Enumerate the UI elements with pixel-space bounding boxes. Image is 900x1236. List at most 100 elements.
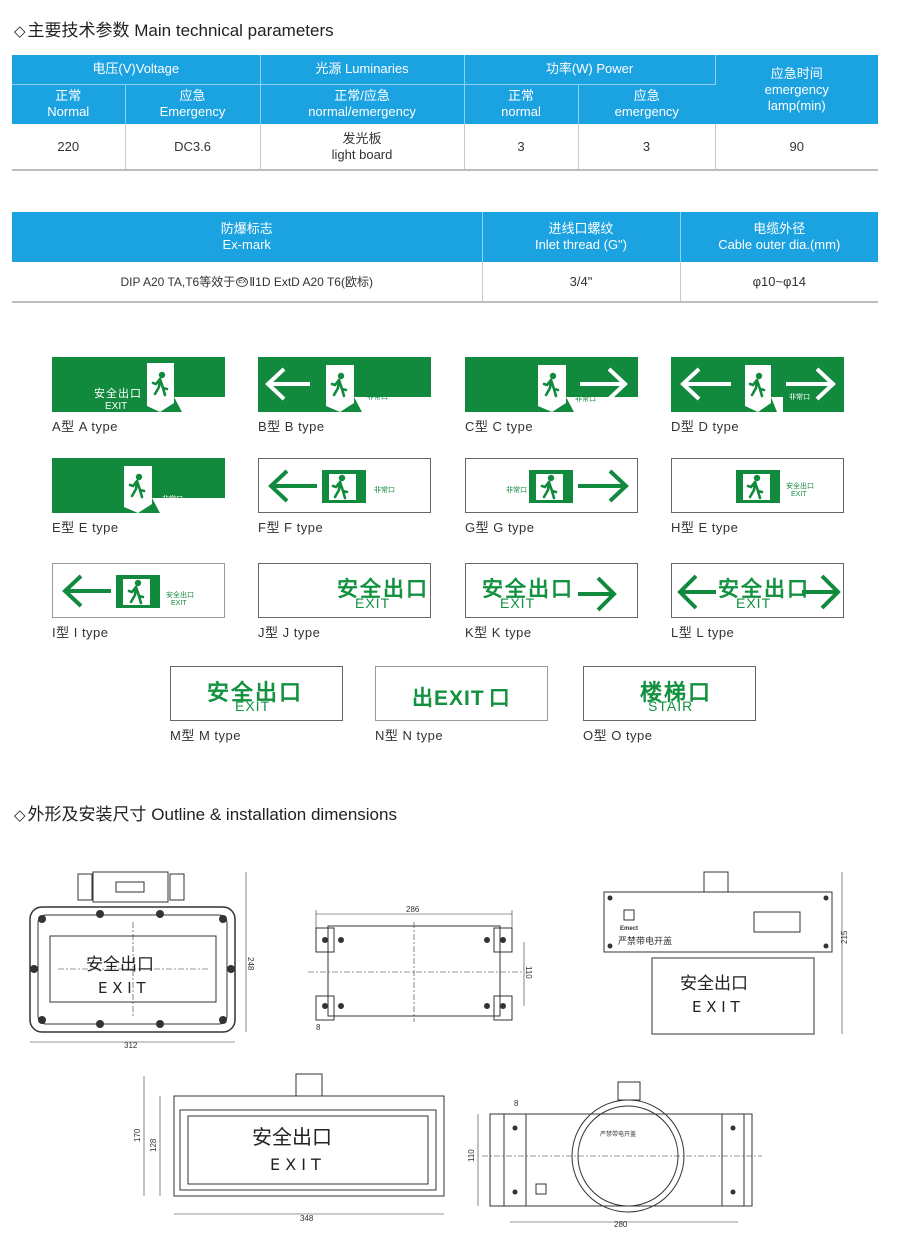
screw xyxy=(823,943,829,949)
sign-type-f: 非常口 F型 F type xyxy=(258,458,433,536)
screw xyxy=(607,943,613,949)
door-shape xyxy=(124,466,152,513)
outline-title: ◇外形及安装尺寸 Outline & installation dimensio… xyxy=(14,805,397,824)
top-housing xyxy=(603,891,833,953)
tech-params-title: ◇主要技术参数 Main technical parameters xyxy=(14,21,334,40)
floor-shape xyxy=(174,397,225,412)
dim-small: 8 xyxy=(316,1023,321,1032)
sign-i-graphic xyxy=(62,574,160,608)
screw xyxy=(730,1125,736,1131)
hole xyxy=(338,937,344,943)
cell-voltage-emergency: DC3.6 xyxy=(125,124,261,171)
sign-f-graphic xyxy=(268,469,366,503)
brand-logo-icon xyxy=(623,909,635,921)
sign-type-c: 非常口 C型 C type xyxy=(465,357,640,435)
dim-small: 8 xyxy=(514,1099,519,1108)
bolt xyxy=(156,1020,164,1028)
sign-a-graphic xyxy=(147,363,225,412)
bolt xyxy=(38,1016,46,1024)
dim-height: 215 xyxy=(840,930,849,944)
bolt xyxy=(219,1016,227,1024)
drawing-front-box: 安全出口 E X I T 312 248 xyxy=(29,871,255,1050)
bolt xyxy=(38,915,46,923)
cell-cable-dia: φ10~φ14 xyxy=(680,262,878,303)
hole xyxy=(322,937,328,943)
arrow-right-icon xyxy=(578,576,617,612)
sign-type-m: 安全出口 EXIT M型 M type xyxy=(170,666,345,744)
sign-type-k: 安全出口 EXIT K型 K type xyxy=(465,563,640,641)
sign-type-a: 安全出口 EXIT A型 A type xyxy=(52,357,227,435)
ex-symbol-icon: Ex xyxy=(236,277,249,288)
tech-params-table: 电压(V)Voltage 光源 Luminaries 功率(W) Power 应… xyxy=(12,55,879,171)
door-shape xyxy=(147,363,174,412)
screw xyxy=(823,895,829,901)
ring-warning-text: 严禁带电开盖 xyxy=(600,1130,636,1138)
bolt xyxy=(219,915,227,923)
sign-d-panel: 非常口 xyxy=(671,357,844,412)
brand-text: Emect xyxy=(620,926,638,932)
dim-height-inner: 128 xyxy=(149,1138,158,1152)
panel-text-en: E X I T xyxy=(98,979,146,997)
hole xyxy=(484,937,490,943)
hole xyxy=(500,937,506,943)
sign-l-graphic xyxy=(677,574,841,610)
sign-b-panel: 非常口 xyxy=(258,357,431,412)
arrow-left-icon xyxy=(680,367,731,401)
sign-j-panel: 安全出口 EXIT xyxy=(258,563,431,618)
hole xyxy=(500,1003,506,1009)
sign-l-panel: 安全出口 EXIT xyxy=(671,563,844,618)
screw xyxy=(512,1125,518,1131)
sign-type-g: 非常口 G型 G type xyxy=(465,458,640,536)
header-luminaries: 光源 Luminaries xyxy=(260,55,465,85)
enclosure-inner xyxy=(37,914,228,1025)
brand-logo-icon xyxy=(535,1183,547,1195)
arrow-left-icon xyxy=(268,469,317,503)
sign-type-i: 安全出口 EXIT I型 I type xyxy=(52,563,227,641)
ear-tr xyxy=(493,927,513,953)
bolt xyxy=(227,965,235,973)
enclosure-outer xyxy=(29,906,236,1033)
floor-shape xyxy=(566,397,638,412)
sign-e-graphic xyxy=(124,466,225,513)
drawing-hanging: Emect 严禁带电开盖 安全出口 E X I T 215 xyxy=(603,871,849,1035)
drawing-wall-top: 严禁带电开盖 110 8 280 xyxy=(467,1081,762,1228)
sign-a-panel: 安全出口 EXIT xyxy=(52,357,225,412)
panel-text-cn: 安全出口 xyxy=(252,1125,332,1149)
sign-h-panel: 安全出口 EXIT xyxy=(671,458,844,513)
sign-g-panel: 非常口 xyxy=(465,458,638,513)
dim-width: 348 xyxy=(300,1214,314,1222)
cell-inlet-thread: 3/4" xyxy=(482,262,681,303)
diamond-icon: ◇ xyxy=(14,807,26,824)
cell-emergency-time: 90 xyxy=(715,124,879,171)
hole xyxy=(338,1003,344,1009)
arrow-left-icon xyxy=(265,367,310,401)
sign-m-panel: 安全出口 EXIT xyxy=(170,666,343,721)
panel-text-en: E X I T xyxy=(692,998,740,1016)
hole xyxy=(484,1003,490,1009)
header-power: 功率(W) Power xyxy=(464,55,716,85)
sign-i-panel: 安全出口 EXIT xyxy=(52,563,225,618)
floor-shape xyxy=(152,498,225,513)
arrow-left-icon xyxy=(677,574,716,610)
cable-gland xyxy=(617,1081,641,1101)
sign-type-h: 安全出口 EXIT H型 E type xyxy=(671,458,846,536)
warning-text: 严禁带电开盖 xyxy=(618,935,672,947)
bracket-left xyxy=(503,1113,527,1207)
sign-k-graphic xyxy=(578,576,617,612)
sign-k-panel: 安全出口 EXIT xyxy=(465,563,638,618)
header-emergency-time: 应急时间 emergency lamp(min) xyxy=(715,55,879,124)
floor-shape xyxy=(354,397,431,412)
sign-c-panel: 非常口 xyxy=(465,357,638,412)
ear-tl xyxy=(315,927,335,953)
screw xyxy=(512,1189,518,1195)
sign-type-d: 非常口 D型 D type xyxy=(671,357,846,435)
